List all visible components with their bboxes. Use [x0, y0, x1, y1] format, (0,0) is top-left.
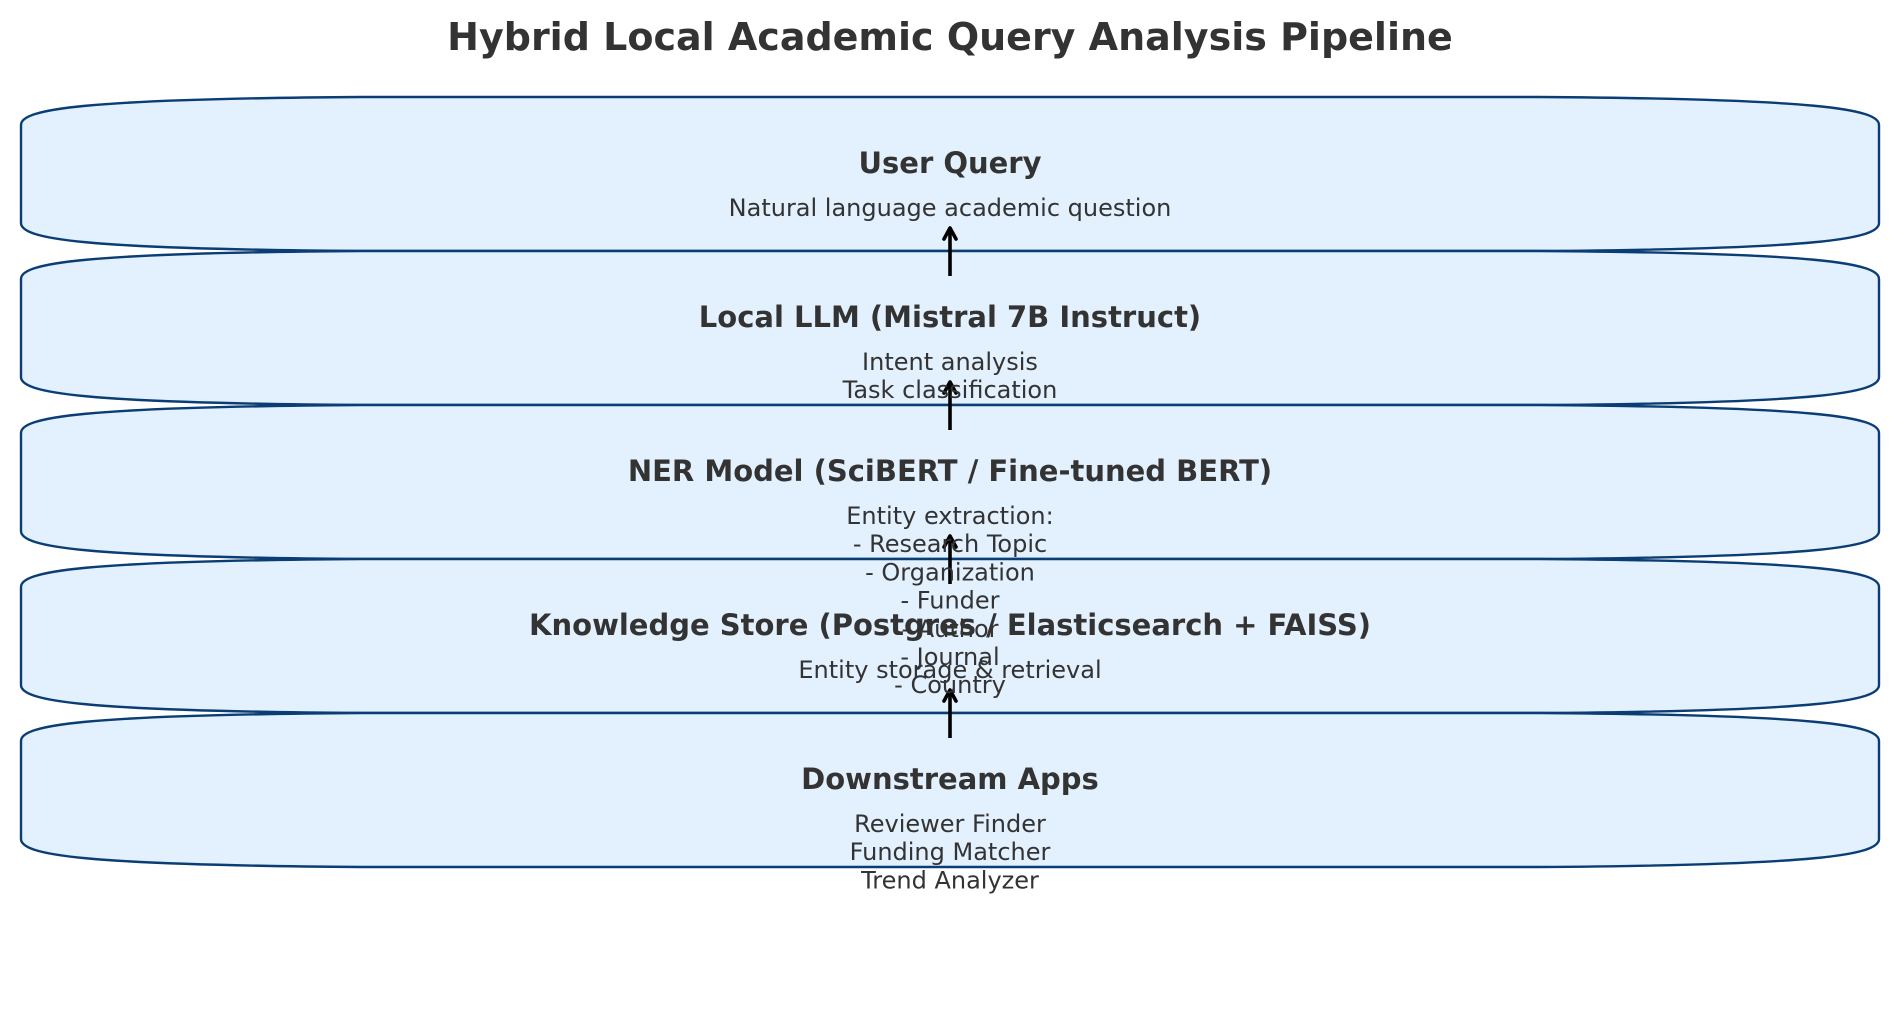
stage-line-ner-model: Entity extraction: — [846, 502, 1053, 530]
stage-line-ner-model: - Journal — [900, 643, 999, 671]
stage-line-downstream-apps: Trend Analyzer — [860, 866, 1039, 894]
stage-title-ner-model: NER Model (SciBERT / Fine-tuned BERT) — [628, 454, 1272, 488]
diagram-title: Hybrid Local Academic Query Analysis Pip… — [447, 15, 1453, 59]
flow-arrow — [942, 380, 958, 430]
stage-line-downstream-apps: Funding Matcher — [850, 838, 1051, 866]
stage-line-ner-model: - Research Topic — [853, 530, 1047, 558]
stage-line-ner-model: - Funder — [900, 587, 999, 615]
flow-arrow — [942, 688, 958, 738]
stage-line-user-query: Natural language academic question — [729, 194, 1172, 222]
stage-line-local-llm: Task classification — [842, 376, 1058, 404]
stage-line-downstream-apps: Reviewer Finder — [854, 810, 1046, 838]
stage-boxes — [19, 95, 1881, 869]
stage-line-knowledge-store: Entity storage & retrieval — [798, 656, 1101, 684]
stage-line-ner-model: - Country — [894, 671, 1006, 699]
flow-arrow — [942, 226, 958, 276]
stage-title-knowledge-store: Knowledge Store (Postgres / Elasticsearc… — [529, 608, 1371, 642]
stage-title-downstream-apps: Downstream Apps — [801, 762, 1099, 796]
stage-title-user-query: User Query — [858, 146, 1041, 180]
stage-arrows — [942, 226, 958, 738]
stage-line-ner-model: - Author — [901, 615, 998, 643]
stage-line-ner-model: - Organization — [865, 558, 1035, 586]
stage-title-local-llm: Local LLM (Mistral 7B Instruct) — [699, 300, 1201, 334]
stage-box-downstream-apps — [19, 711, 1881, 869]
flow-arrow — [942, 534, 958, 584]
stage-line-local-llm: Intent analysis — [862, 348, 1038, 376]
